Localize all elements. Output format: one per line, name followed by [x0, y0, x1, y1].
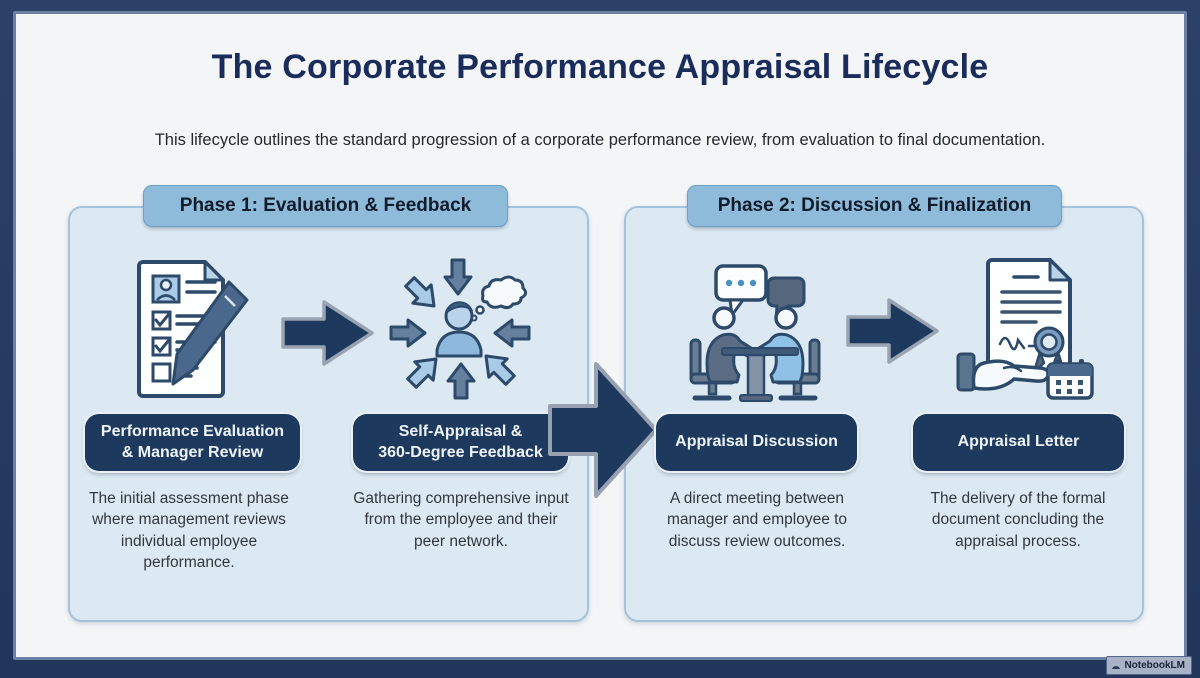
appraisal-letter-icon — [952, 250, 1102, 400]
notebooklm-logo-icon — [1112, 665, 1121, 669]
feedback-360-icon — [385, 252, 535, 402]
step-label-line: & Manager Review — [121, 443, 264, 461]
watermark-label: NotebookLM — [1124, 660, 1185, 671]
phase-1-header-label: Phase 1: Evaluation & Feedback — [179, 195, 472, 216]
notebooklm-watermark: NotebookLM — [1106, 656, 1192, 675]
step-label-line: Performance Evaluation — [100, 423, 285, 441]
phase-arrow-icon — [548, 360, 660, 505]
step-arrow-icon — [845, 297, 941, 370]
page-title: The Corporate Performance Appraisal Life… — [211, 48, 989, 86]
step-arrow-icon — [280, 299, 376, 372]
step-description: A direct meeting between manager and emp… — [666, 490, 848, 550]
step-label-line: 360-Degree Feedback — [378, 443, 543, 461]
step-label-self-appraisal: Self-Appraisal & 360-Degree Feedback — [353, 414, 568, 471]
step-description: The delivery of the formal document conc… — [930, 490, 1106, 550]
phase-2-header-label: Phase 2: Discussion & Finalization — [717, 195, 1032, 216]
step-label-line: Appraisal Discussion — [675, 433, 838, 451]
step-label-line: Self-Appraisal & — [398, 423, 523, 441]
step-label-appraisal-letter: Appraisal Letter — [913, 414, 1124, 471]
step-label-appraisal-discussion: Appraisal Discussion — [656, 414, 857, 471]
phase-2-header: Phase 2: Discussion & Finalization — [687, 185, 1062, 227]
phase-1-header: Phase 1: Evaluation & Feedback — [143, 185, 508, 227]
step-label-line: Appraisal Letter — [957, 433, 1080, 451]
evaluation-checklist-icon — [113, 252, 263, 402]
step-description: Gathering comprehensive input from the e… — [353, 490, 569, 550]
page-subtitle: This lifecycle outlines the standard pro… — [154, 131, 1046, 149]
appraisal-discussion-icon — [680, 252, 830, 402]
step-label-performance-evaluation: Performance Evaluation & Manager Review — [85, 414, 300, 471]
step-description: The initial assessment phase where manag… — [89, 490, 289, 572]
